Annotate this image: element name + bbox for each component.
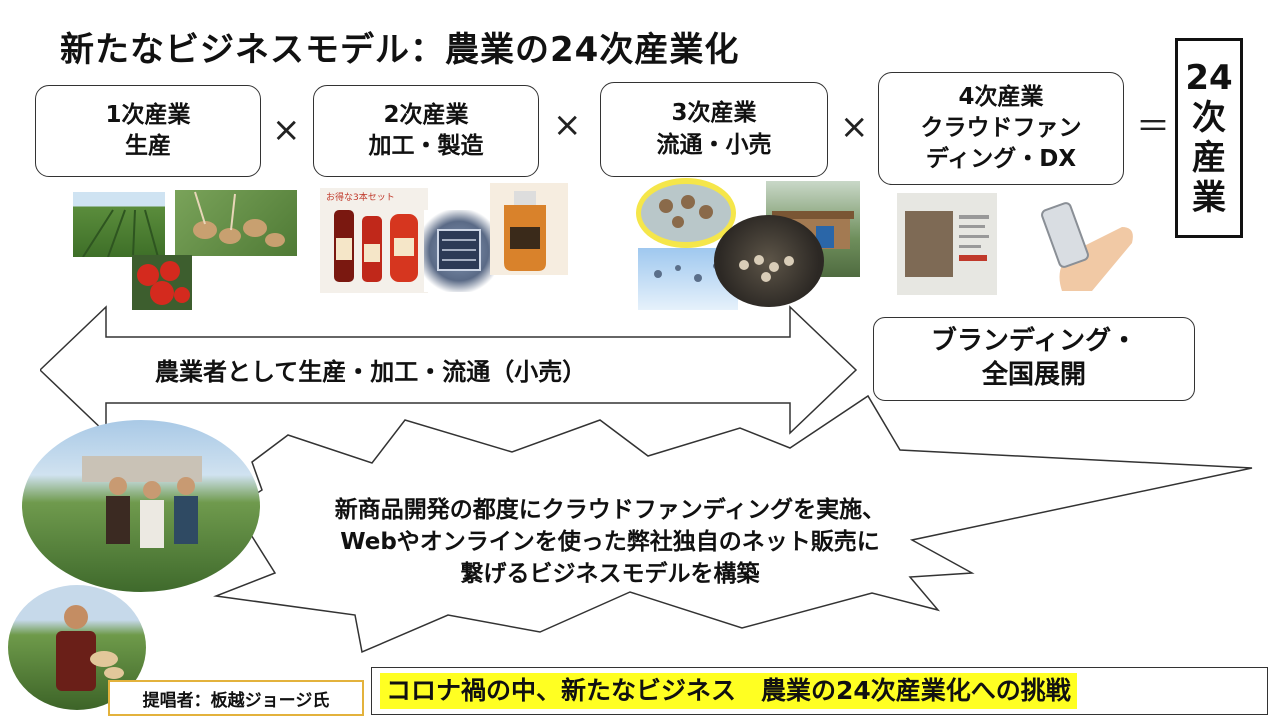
stage-label: 1次産業	[105, 101, 191, 128]
double-arrow-shape	[40, 305, 858, 435]
product-bottles-photo: お得な3本セット	[320, 188, 428, 293]
stage-description-cont: ディング・DX	[925, 146, 1077, 173]
proposer-label: 提唱者：板越ジョージ氏	[108, 680, 364, 716]
farm-field-photo	[73, 192, 165, 257]
stage-secondary-industry: 2次産業 加工・製造	[313, 85, 539, 177]
branding-line: 全国展開	[981, 360, 1086, 390]
result-char: 業	[1192, 178, 1226, 219]
burst-callout-text: 新商品開発の都度にクラウドファンディングを実施、 Webやオンラインを使った弊社…	[250, 494, 970, 591]
stage-label: 3次産業	[671, 100, 757, 127]
stage-description: 生産	[125, 133, 171, 159]
burst-line: Webやオンラインを使った弊社独自のネット販売に	[340, 529, 880, 556]
bottom-banner-text: コロナ禍の中、新たなビジネス 農業の24次産業化への挑戦	[380, 673, 1077, 709]
farmer-with-ginger-photo	[8, 585, 146, 710]
product-photo-caption: お得な3本セット	[326, 193, 395, 203]
times-operator: ×	[272, 110, 301, 150]
stage-label: 2次産業	[383, 101, 469, 128]
smartphone-hand-photo	[1032, 195, 1150, 291]
bottom-banner: コロナ禍の中、新たなビジネス 農業の24次産業化への挑戦	[371, 667, 1268, 715]
result-char: 24	[1185, 57, 1233, 98]
stage-primary-industry: 1次産業 生産	[35, 85, 261, 177]
farmers-group-photo	[22, 420, 260, 592]
equals-operator: ＝	[1136, 107, 1170, 147]
branding-box: ブランディング・ 全国展開	[873, 317, 1195, 401]
burst-line: 新商品開発の都度にクラウドファンディングを実施、	[334, 497, 886, 523]
page-title: 新たなビジネスモデル：農業の24次産業化	[60, 30, 740, 70]
crowdfunding-web-page-photo	[897, 193, 997, 295]
ginger-roots-photo	[175, 190, 297, 256]
juice-bottle-photo	[490, 183, 568, 275]
times-operator: ×	[553, 105, 582, 145]
stage-description: クラウドファン	[920, 114, 1082, 141]
stage-description: 流通・小売	[656, 131, 772, 158]
stage-tertiary-industry: 3次産業 流通・小売	[600, 82, 828, 177]
food-platter-photo	[636, 178, 736, 248]
tomatoes-photo	[132, 255, 192, 310]
arrow-label: 農業者として生産・加工・流通（小売）	[155, 358, 587, 386]
stage-description: 加工・製造	[368, 133, 484, 159]
processing-machine-photo	[424, 210, 494, 292]
burst-line: 繋げるビジネスモデルを構築	[460, 561, 760, 588]
stage-label: 4次産業	[958, 83, 1044, 110]
result-24th-industry: 24 次 産 業	[1175, 38, 1243, 238]
times-operator: ×	[840, 107, 869, 147]
stage-quaternary-industry: 4次産業 クラウドファン ディング・DX	[878, 72, 1124, 185]
event-crowd-photo	[714, 215, 824, 307]
result-char: 次	[1192, 97, 1226, 138]
branding-line: ブランディング・	[930, 326, 1138, 357]
result-char: 産	[1192, 138, 1226, 178]
